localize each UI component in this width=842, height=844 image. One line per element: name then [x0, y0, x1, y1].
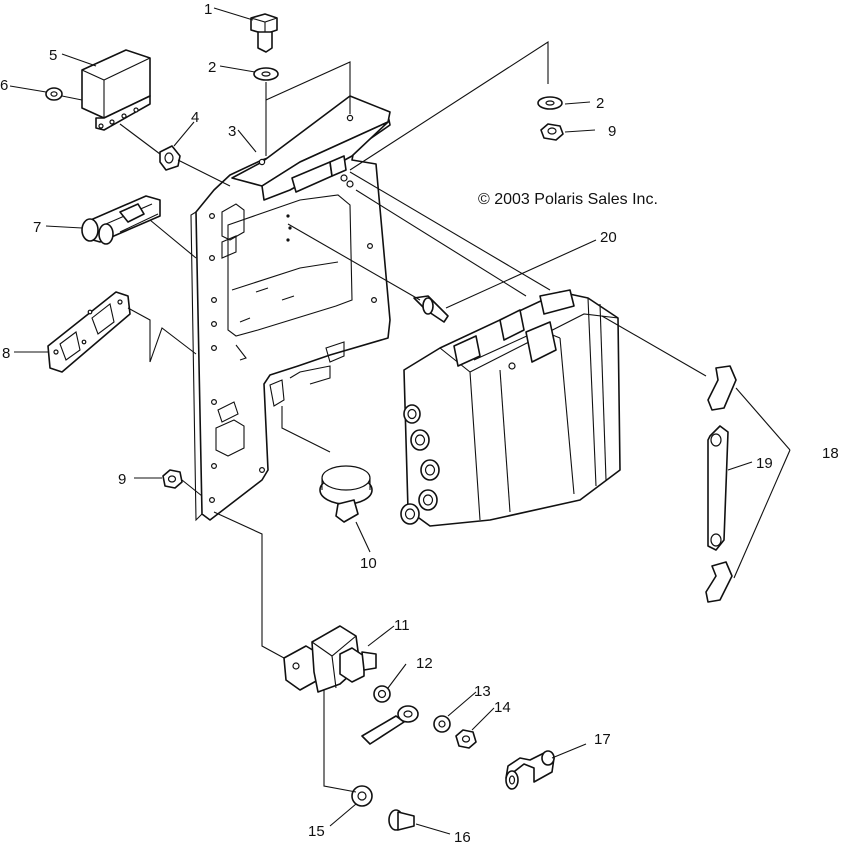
callout-5: 5 — [49, 47, 57, 64]
callout-4: 4 — [191, 109, 199, 126]
callout-14: 14 — [494, 699, 511, 716]
connector-group — [400, 404, 440, 525]
cable-ring-terminal — [361, 705, 419, 745]
callout-9-right: 9 — [608, 123, 616, 140]
callout-17: 17 — [594, 731, 611, 748]
callout-9-left: 9 — [118, 471, 126, 488]
callout-13: 13 — [474, 683, 491, 700]
module-part-5 — [81, 49, 151, 131]
bolt-part-1 — [250, 13, 278, 53]
nut-part-9-right — [540, 123, 564, 141]
callout-6: 6 — [0, 77, 8, 94]
solenoid-part-11 — [283, 625, 377, 693]
callout-3: 3 — [228, 123, 236, 140]
strap-hook-part-18-bottom — [705, 561, 733, 603]
boot-part-17 — [505, 750, 555, 790]
plate-part-8 — [47, 291, 131, 373]
spacer-part-4 — [159, 145, 181, 171]
washer-part-15 — [351, 785, 373, 807]
nut-part-14 — [455, 729, 477, 749]
callout-10: 10 — [360, 555, 377, 572]
clip-part-7 — [81, 195, 161, 245]
copyright-notice: © 2003 Polaris Sales Inc. — [478, 191, 658, 208]
leader-lines — [9, 7, 791, 835]
washer-part-2-right — [537, 96, 563, 110]
grommet-part-6 — [45, 87, 63, 101]
top-bracket-part-3 — [231, 95, 391, 201]
strap-part-19 — [707, 425, 729, 551]
pin-part-20 — [413, 295, 449, 323]
callout-15: 15 — [308, 823, 325, 840]
strap-hook-part-18-top — [707, 365, 737, 411]
callout-11: 11 — [394, 617, 410, 634]
callout-16: 16 — [454, 829, 471, 844]
callout-2-left: 2 — [208, 59, 216, 76]
callout-8: 8 — [2, 345, 10, 362]
callout-19: 19 — [756, 455, 773, 472]
callout-18: 18 — [822, 445, 839, 462]
lock-washer-part-12 — [373, 685, 391, 703]
screw-part-16 — [388, 809, 415, 831]
clamp-part-10 — [319, 465, 373, 523]
callout-20: 20 — [600, 229, 617, 246]
washer-part-2-left — [253, 67, 279, 81]
mounting-plate — [190, 114, 391, 522]
nut-part-9-left — [162, 469, 183, 489]
washer-part-13 — [433, 715, 451, 733]
callout-2-right: 2 — [596, 95, 604, 112]
callout-1: 1 — [204, 1, 212, 18]
electrical-box-main-unit — [400, 289, 621, 527]
callout-12: 12 — [416, 655, 433, 672]
callout-7: 7 — [33, 219, 41, 236]
